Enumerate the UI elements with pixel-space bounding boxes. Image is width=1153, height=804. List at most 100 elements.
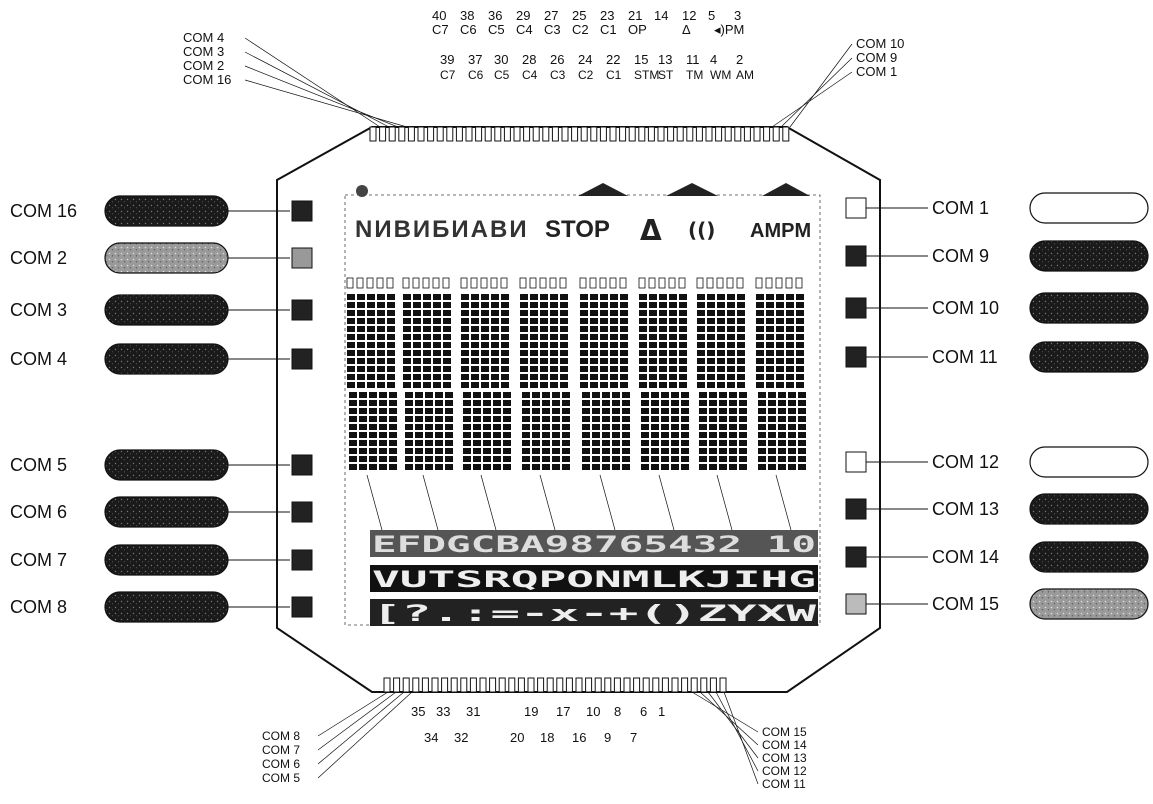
matrix-segment — [367, 350, 375, 356]
matrix-segment — [681, 424, 689, 430]
matrix-segment — [756, 334, 764, 340]
matrix-segment — [729, 408, 737, 414]
matrix-segment — [550, 374, 558, 380]
matrix-segment — [610, 358, 618, 364]
matrix-segment — [443, 334, 451, 340]
matrix-segment — [766, 374, 774, 380]
matrix-segment — [639, 342, 647, 348]
matrix-segment — [347, 302, 355, 308]
matrix-segment — [560, 334, 568, 340]
bottom-pin — [412, 677, 420, 693]
top-pin — [398, 126, 406, 142]
matrix-segment — [483, 416, 491, 422]
matrix-segment — [501, 374, 509, 380]
matrix-pin-top — [470, 277, 478, 289]
matrix-segment — [610, 334, 618, 340]
matrix-segment — [661, 432, 669, 438]
matrix-segment — [369, 424, 377, 430]
matrix-segment — [359, 400, 367, 406]
matrix-segment — [491, 374, 499, 380]
matrix-segment — [377, 374, 385, 380]
matrix-segment — [357, 358, 365, 364]
top-pin-name: C3 — [550, 68, 566, 82]
matrix-segment — [491, 302, 499, 308]
top-left-com-label: COM 16 — [183, 72, 231, 87]
matrix-segment — [602, 416, 610, 422]
matrix-pin-top — [480, 277, 488, 289]
matrix-segment — [739, 424, 747, 430]
matrix-segment — [798, 448, 806, 454]
matrix-segment — [796, 326, 804, 332]
matrix-segment — [727, 374, 735, 380]
matrix-segment — [461, 342, 469, 348]
matrix-segment — [590, 350, 598, 356]
matrix-segment — [788, 448, 796, 454]
dot-indicator-icon — [356, 185, 368, 197]
matrix-segment — [413, 358, 421, 364]
matrix-segment — [461, 318, 469, 324]
matrix-segment — [768, 440, 776, 446]
matrix-segment — [699, 392, 707, 398]
bottom-pin — [681, 677, 689, 693]
matrix-segment — [739, 448, 747, 454]
matrix-segment — [661, 400, 669, 406]
matrix-segment — [481, 382, 489, 388]
matrix-segment — [433, 326, 441, 332]
matrix-segment — [501, 318, 509, 324]
matrix-segment — [651, 408, 659, 414]
matrix-segment — [520, 350, 528, 356]
matrix-segment — [542, 400, 550, 406]
com-left-pill — [104, 496, 229, 528]
bottom-pin-number: 7 — [630, 730, 637, 745]
matrix-segment — [766, 294, 774, 300]
matrix-segment — [671, 464, 679, 470]
matrix-segment — [357, 342, 365, 348]
matrix-segment — [798, 392, 806, 398]
matrix-segment — [796, 342, 804, 348]
matrix-segment — [699, 416, 707, 422]
matrix-segment — [550, 350, 558, 356]
matrix-segment — [717, 358, 725, 364]
matrix-segment — [766, 326, 774, 332]
matrix-segment — [649, 294, 657, 300]
matrix-segment — [377, 326, 385, 332]
matrix-segment — [580, 358, 588, 364]
matrix-segment — [592, 464, 600, 470]
matrix-segment — [491, 334, 499, 340]
matrix-segment — [461, 374, 469, 380]
matrix-segment — [600, 350, 608, 356]
matrix-segment — [359, 416, 367, 422]
matrix-segment — [659, 318, 667, 324]
matrix-segment — [580, 318, 588, 324]
matrix-segment — [786, 350, 794, 356]
matrix-segment — [641, 464, 649, 470]
matrix-leader — [366, 474, 383, 531]
matrix-pin-top — [678, 277, 686, 289]
matrix-segment — [788, 400, 796, 406]
top-pin — [657, 126, 665, 142]
matrix-segment — [620, 374, 628, 380]
matrix-segment — [377, 382, 385, 388]
matrix-segment — [582, 432, 590, 438]
matrix-segment — [639, 358, 647, 364]
matrix-segment — [562, 432, 570, 438]
matrix-segment — [433, 310, 441, 316]
matrix-segment — [377, 334, 385, 340]
matrix-segment — [387, 382, 395, 388]
matrix-segment — [610, 342, 618, 348]
com-right-label: COM 11 — [932, 347, 998, 367]
matrix-segment — [719, 424, 727, 430]
matrix-segment — [415, 464, 423, 470]
matrix-segment — [641, 392, 649, 398]
matrix-segment — [445, 440, 453, 446]
matrix-segment — [671, 432, 679, 438]
top-pin-name: STM — [634, 68, 659, 82]
matrix-segment — [796, 334, 804, 340]
matrix-segment — [415, 432, 423, 438]
matrix-segment — [542, 456, 550, 462]
com-left-label: COM 16 — [10, 201, 77, 221]
matrix-segment — [473, 432, 481, 438]
matrix-segment — [491, 358, 499, 364]
mirrored-digits-text: NИВИБИАВИ — [355, 216, 529, 243]
matrix-segment — [600, 366, 608, 372]
